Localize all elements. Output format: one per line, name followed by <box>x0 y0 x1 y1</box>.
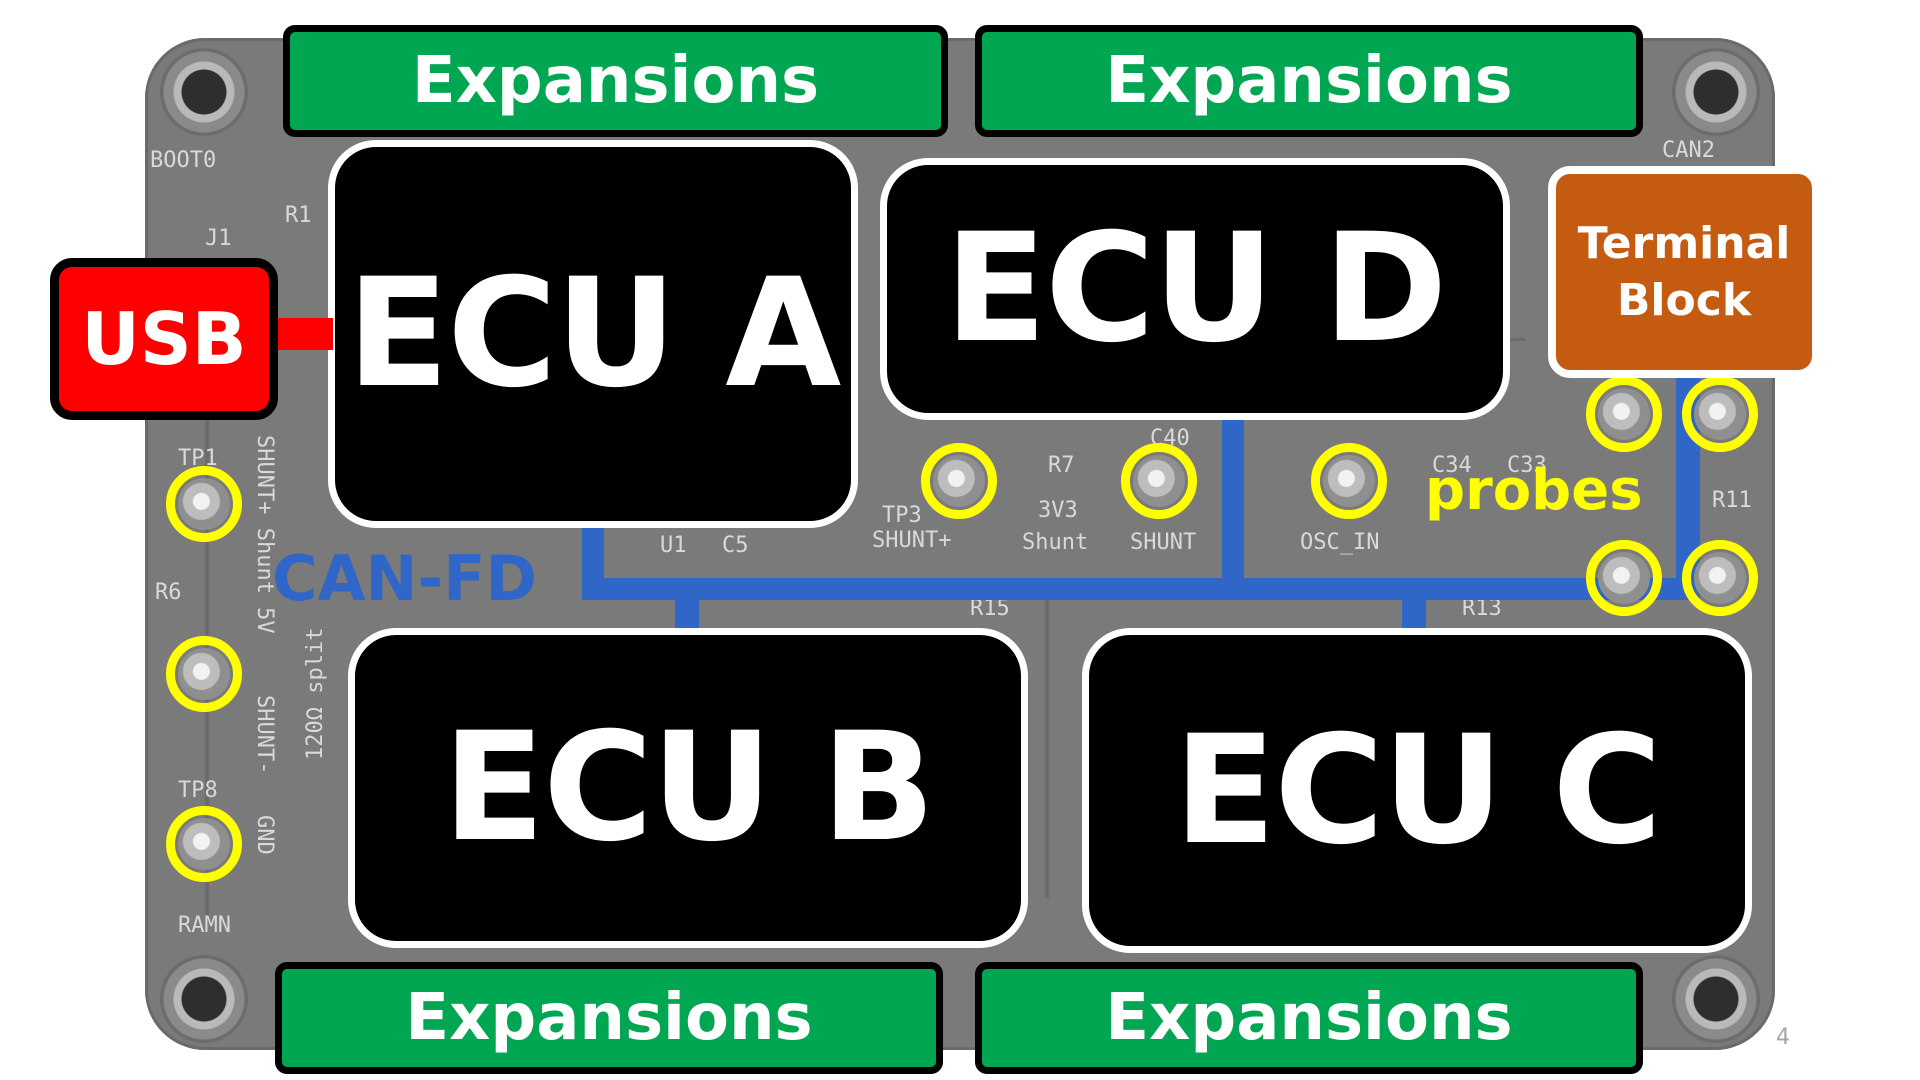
silk-boot: BOOT0 <box>150 148 217 173</box>
usb-block: USB <box>50 258 278 420</box>
probe-ring-tp3 <box>921 443 997 519</box>
pcb-trace <box>1045 598 1049 898</box>
probe-ring-shunt-minus <box>1121 443 1197 519</box>
silk-u1: U1 <box>660 533 687 558</box>
silk-r13: R13 <box>1462 596 1502 621</box>
silk-r1: R1 <box>285 203 312 228</box>
probe-ring-tp8 <box>166 806 242 882</box>
silk-3v3: 3V3 <box>1038 498 1078 523</box>
probe-ring-tp2 <box>166 636 242 712</box>
silk-j1: J1 <box>205 226 232 251</box>
can-bus-drop-ecu-b <box>675 578 699 628</box>
page-number: 4 <box>1776 1025 1790 1050</box>
mounting-hole <box>160 955 248 1043</box>
ecu-a: ECU A <box>328 140 858 528</box>
silk-shunt-minus-side: SHUNT- <box>252 695 277 775</box>
silk-c33: C33 <box>1507 453 1547 478</box>
probe-ring-terminal-1 <box>1586 376 1662 452</box>
silk-shunt-minus: SHUNT <box>1130 530 1197 555</box>
expansion-bottom-right: Expansions <box>975 962 1643 1074</box>
expansion-bottom-left: Expansions <box>275 962 943 1074</box>
silk-tp1: TP1 <box>178 446 218 471</box>
silk-split: 120Ω split <box>303 627 328 760</box>
silk-r6: R6 <box>155 580 182 605</box>
expansion-top-left: Expansions <box>283 25 948 137</box>
ecu-a-label: ECU A <box>346 247 842 421</box>
probe-ring-terminal-3 <box>1586 540 1662 616</box>
can-fd-label: CAN-FD <box>272 542 537 615</box>
silk-shunt: Shunt <box>1022 530 1089 555</box>
silk-tp8: TP8 <box>178 778 218 803</box>
can-bus-drop-ecu-c <box>1402 578 1426 628</box>
ecu-b: ECU B <box>348 628 1028 948</box>
silk-r7: R7 <box>1048 453 1075 478</box>
ecu-c-label: ECU C <box>1173 703 1663 878</box>
silk-can2: CAN2 <box>1662 138 1715 163</box>
probe-ring-tp1 <box>166 466 242 542</box>
silk-osc-in: OSC_IN <box>1300 530 1380 555</box>
ecu-d-label: ECU D <box>944 202 1447 376</box>
silk-r11: R11 <box>1712 488 1752 513</box>
ecu-d: ECU D <box>880 158 1510 420</box>
silk-r15: R15 <box>970 596 1010 621</box>
silk-ramn: RAMN <box>178 913 231 938</box>
probe-ring-osc-in <box>1311 443 1387 519</box>
usb-connector-line <box>278 318 333 350</box>
terminal-block: Terminal Block <box>1548 166 1820 378</box>
silk-gnd-side: GND <box>252 815 277 855</box>
can-bus-main <box>582 578 1587 600</box>
silk-c5: C5 <box>722 533 749 558</box>
mounting-hole <box>160 48 248 136</box>
silk-c34: C34 <box>1432 453 1472 478</box>
terminal-block-line1: Terminal <box>1577 217 1791 269</box>
probe-ring-terminal-2 <box>1682 376 1758 452</box>
silk-shunt-plus: SHUNT+ <box>872 528 952 553</box>
probes-label: probes <box>1425 458 1643 523</box>
probe-ring-terminal-4 <box>1682 540 1758 616</box>
expansion-top-right: Expansions <box>975 25 1643 137</box>
can-bus-drop-ecu-d <box>1222 420 1244 600</box>
usb-label: USB <box>81 297 247 381</box>
silk-tp3: TP3 <box>882 503 922 528</box>
ecu-b-label: ECU B <box>442 701 936 875</box>
mounting-hole <box>1672 955 1760 1043</box>
ecu-c: ECU C <box>1082 628 1752 953</box>
can-bus-drop-ecu-a <box>582 520 604 600</box>
mounting-hole <box>1672 48 1760 136</box>
terminal-block-line2: Block <box>1616 275 1752 326</box>
